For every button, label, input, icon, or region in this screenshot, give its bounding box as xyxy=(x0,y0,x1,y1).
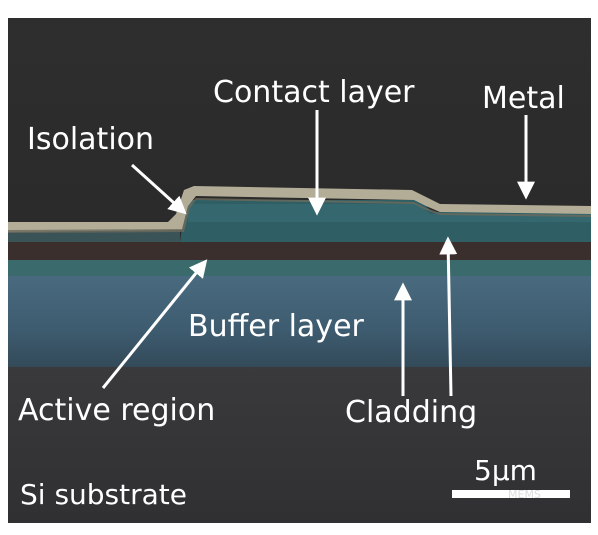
lower-cladding-band xyxy=(8,258,591,276)
cladding-label: Cladding xyxy=(345,395,477,430)
si-substrate-label: Si substrate xyxy=(20,478,187,511)
watermark-text: MEMS xyxy=(508,488,541,501)
isolation-label: Isolation xyxy=(27,122,154,157)
scale-bar-label: 5µm xyxy=(474,454,537,487)
active-region-label: Active region xyxy=(18,393,215,428)
isolation-arrow xyxy=(130,163,187,215)
active-region-arrow xyxy=(101,259,208,389)
metal-coating xyxy=(8,186,591,232)
cladding-arrow-right xyxy=(439,236,458,397)
buffer-layer-label: Buffer layer xyxy=(188,309,365,344)
metal-label: Metal xyxy=(482,81,565,116)
ridge-highlight xyxy=(188,204,591,222)
contact-layer-label: Contact layer xyxy=(213,75,415,110)
upper-cladding-left xyxy=(8,230,180,242)
buffer-layer-region xyxy=(8,272,591,367)
scale-bar xyxy=(452,490,570,498)
active-region-band xyxy=(8,240,591,260)
